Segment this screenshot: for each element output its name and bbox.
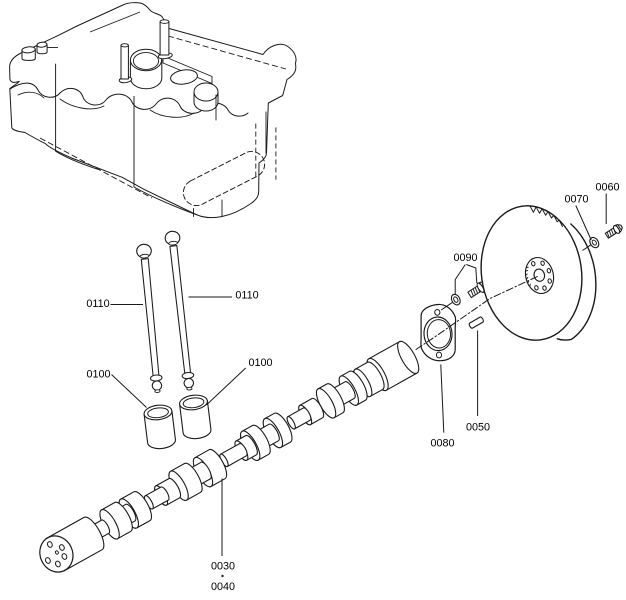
svg-text:0090: 0090 (453, 252, 477, 264)
svg-text:0080: 0080 (430, 438, 454, 450)
svg-text:0110: 0110 (86, 298, 109, 310)
svg-text:0030: 0030 (211, 561, 235, 573)
svg-text:0050: 0050 (466, 422, 490, 434)
svg-text:0040: 0040 (211, 581, 235, 593)
svg-text:0100: 0100 (86, 369, 110, 381)
svg-text:0060: 0060 (595, 182, 619, 194)
svg-text:0110: 0110 (235, 290, 258, 302)
svg-text:0100: 0100 (248, 357, 272, 369)
svg-text:0070: 0070 (564, 194, 588, 206)
